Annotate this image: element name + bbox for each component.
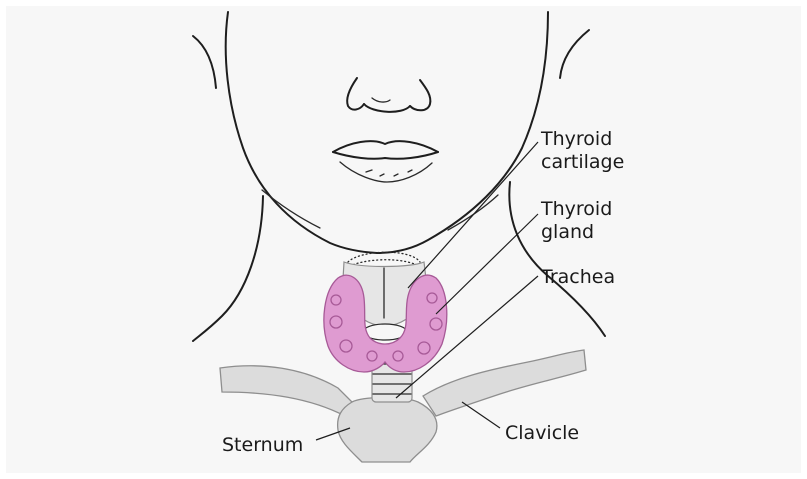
label-clavicle: Clavicle xyxy=(505,422,579,445)
lips xyxy=(333,141,438,182)
label-thyroid-gland-line1: Thyroid xyxy=(541,198,612,221)
label-thyroid-cartilage-line2: cartilage xyxy=(541,151,624,174)
face-outline xyxy=(193,12,589,253)
leader-clavicle xyxy=(462,402,500,428)
sternum-bone xyxy=(338,398,437,463)
label-trachea: Trachea xyxy=(541,266,615,289)
leader-thyroid-cartilage xyxy=(408,142,538,288)
label-sternum: Sternum xyxy=(222,434,303,457)
label-thyroid-gland: Thyroid gland xyxy=(541,198,612,244)
leader-thyroid-gland xyxy=(436,214,538,314)
nose xyxy=(347,78,430,112)
label-thyroid-cartilage-line1: Thyroid xyxy=(541,128,624,151)
label-thyroid-gland-line2: gland xyxy=(541,221,612,244)
label-thyroid-cartilage: Thyroid cartilage xyxy=(541,128,624,174)
